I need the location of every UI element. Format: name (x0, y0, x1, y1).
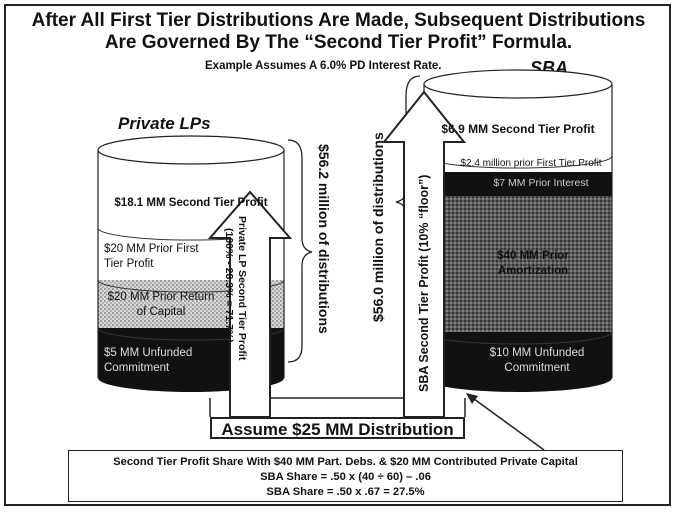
sba-first-tier-text: $2.4 million prior First Tier Profit (460, 158, 602, 169)
lp-second-tier-text: $18.1 MM Second Tier Profit (114, 197, 268, 209)
lp-cylinder-top (97, 135, 285, 165)
sba-unfunded-text: $10 MM Unfunded Commitment (489, 347, 585, 374)
sba-first-tier-segment (424, 156, 612, 172)
sba-arrow-text: SBA Second Tier Profit (10% “floor”) (417, 174, 431, 392)
formula-line-2: SBA Share = .50 x (40 ÷ 60) – .06 (260, 471, 431, 483)
sba-cylinder-top (423, 69, 613, 99)
page-title: After All First Tier Distributions Are M… (10, 10, 667, 54)
lp-first-tier-text: $20 MM Prior First Tier Profit (104, 243, 199, 270)
lp-arrow-text-2: (100% - 28.3% = 71.7%) (223, 228, 235, 343)
sba-unfunded-segment (424, 332, 612, 392)
formula-line-1: Second Tier Profit Share With $40 MM Par… (113, 456, 578, 468)
title-line-1: After All First Tier Distributions Are M… (31, 10, 646, 31)
formula-line-3: SBA Share = .50 x .67 = 27.5% (266, 486, 425, 498)
formula-pointer-head (466, 393, 478, 404)
lp-arrow-text-1: Private LP Second Tier Profit (236, 216, 248, 361)
lp-distributions-text: $56.2 million of distributions (316, 144, 332, 334)
subtitle: Example Assumes A 6.0% PD Interest Rate. (205, 60, 442, 72)
lp-brace (287, 139, 313, 363)
lp-unfunded-text: $5 MM Unfunded Commitment (104, 347, 193, 374)
assume-distribution-box: Assume $25 MM Distribution (210, 417, 465, 439)
diagram-frame (4, 4, 671, 506)
sba-interest-segment (424, 172, 612, 196)
lp-second-tier-arrow (207, 190, 293, 418)
sba-second-tier-arrow (381, 90, 467, 418)
formula-box: Second Tier Profit Share With $40 MM Par… (68, 450, 623, 502)
sba-amortization-text: $40 MM Prior Amortization (497, 250, 569, 277)
lp-return-capital-text: $20 MM Prior Return of Capital (107, 291, 215, 318)
sba-interest-text: $7 MM Prior Interest (493, 177, 589, 189)
sba-amortization-segment (424, 196, 612, 332)
sba-second-tier-text: $6.9 MM Second Tier Profit (441, 122, 595, 136)
sba-cylinder (423, 69, 613, 392)
title-line-2: Are Governed By The “Second Tier Profit”… (104, 32, 573, 53)
sba-distributions-text: $56.0 million of distributions (370, 132, 386, 322)
formula-pointer (469, 395, 545, 451)
private-lp-label: Private LPs (118, 114, 211, 133)
